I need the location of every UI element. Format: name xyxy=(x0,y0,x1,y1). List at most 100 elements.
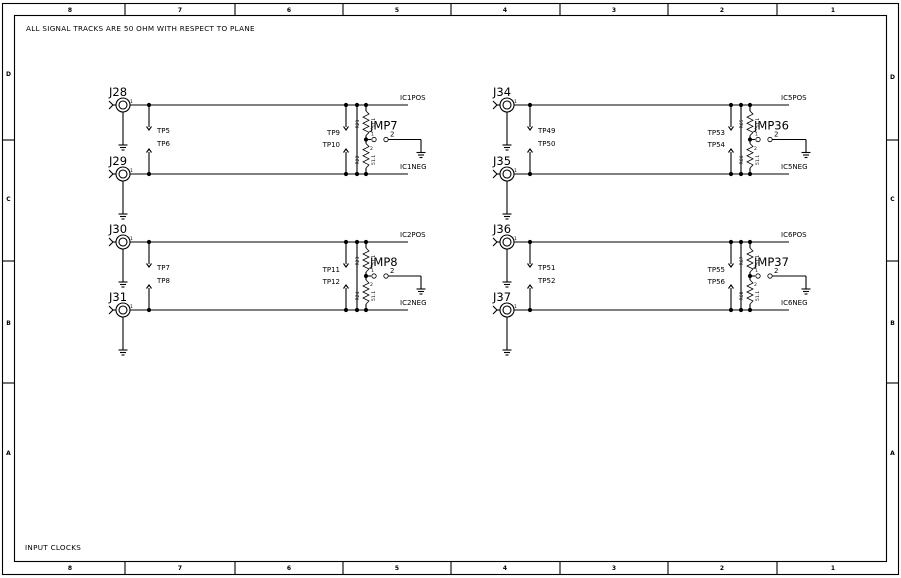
test-point-icon xyxy=(146,263,152,268)
connector-shell xyxy=(115,166,131,182)
junction-dot xyxy=(146,239,152,245)
zone-bottom-4: 4 xyxy=(503,565,507,572)
junction-dot xyxy=(343,171,349,177)
zone-top-8: 8 xyxy=(68,7,72,14)
junction-dot xyxy=(527,102,533,108)
connector-shell xyxy=(499,97,515,113)
test-point-icon xyxy=(527,263,533,268)
tp-term-pos-label: TP53 xyxy=(707,129,725,137)
res-neg-refdes: R66 xyxy=(739,155,745,164)
ground-icon xyxy=(502,281,512,288)
connector-pin xyxy=(502,305,512,315)
zone-right-B: B xyxy=(890,320,895,327)
tp-term-neg-label: TP10 xyxy=(322,141,340,149)
neg-connector-label: J35 xyxy=(492,154,511,168)
resistor-zigzag xyxy=(746,279,754,305)
test-point-icon xyxy=(146,148,152,153)
connector-arrow xyxy=(108,169,114,179)
zone-left-A: A xyxy=(6,450,11,457)
tp-term-pos-symbol xyxy=(343,263,349,268)
test-point-icon xyxy=(343,284,349,289)
resistor-pos-icon xyxy=(746,247,754,273)
connector-arrow xyxy=(108,237,114,247)
resistor-pos-icon xyxy=(362,247,370,273)
resistor-neg-icon xyxy=(362,279,370,305)
jumper-pin2-icon xyxy=(383,136,389,143)
tp-pos-label: TP5 xyxy=(156,127,170,135)
neg-net-label: IC6NEG xyxy=(781,299,808,307)
connector-pin xyxy=(502,169,512,179)
junction-dot xyxy=(728,171,734,177)
test-point-icon xyxy=(527,148,533,153)
pos-connector-pin-label: 1 xyxy=(130,99,133,105)
tp-pos-symbol xyxy=(527,126,533,131)
tp-neg-label: TP52 xyxy=(537,277,555,285)
zone-ticks xyxy=(2,3,899,575)
res-pos-pin: 2 xyxy=(370,265,373,271)
neg-connector-pin-label: 1 xyxy=(514,168,517,174)
junction-dot xyxy=(527,239,533,245)
test-point-icon xyxy=(527,126,533,131)
pos-connector-label: J36 xyxy=(492,222,511,236)
sma-connector-icon xyxy=(492,302,515,318)
inner-frame xyxy=(13,14,888,563)
jumper-pin2-icon xyxy=(767,136,773,143)
connector-shell xyxy=(499,166,515,182)
connector-pin xyxy=(118,169,128,179)
sma-connector-icon xyxy=(108,302,131,318)
tp-neg-symbol xyxy=(146,284,152,289)
connector-shell xyxy=(499,234,515,250)
tp-term-pos-label: TP11 xyxy=(322,266,340,274)
junction-dot xyxy=(728,102,734,108)
tp-term-neg-label: TP54 xyxy=(707,141,726,149)
connector-arrow xyxy=(492,237,498,247)
jumper-pin1-label: 1 xyxy=(755,268,758,274)
junction-dot xyxy=(738,102,744,108)
connector-pin xyxy=(118,305,128,315)
connector-pin xyxy=(502,237,512,247)
clock-input-circuits: J28J2911TP5TP6TP9TP10R21R2251.151.122JMP… xyxy=(108,85,811,356)
jumper-pin1-label: 1 xyxy=(371,132,374,138)
sma-connector-icon xyxy=(492,234,515,250)
zone-right-A: A xyxy=(890,450,895,457)
tp-neg-label: TP8 xyxy=(156,277,170,285)
zone-right-C: C xyxy=(890,196,895,203)
junction-dot xyxy=(738,239,744,245)
neg-connector-pin-label: 1 xyxy=(514,304,517,310)
res-pos-value: 51.1 xyxy=(371,255,377,265)
tp-pos-symbol xyxy=(146,263,152,268)
ground-icon xyxy=(801,288,811,295)
ground-icon xyxy=(416,288,426,295)
sma-connector-icon xyxy=(492,166,515,182)
tp-pos-symbol xyxy=(146,126,152,131)
sma-connector-icon xyxy=(108,234,131,250)
connector-arrow xyxy=(108,100,114,110)
junction-dot xyxy=(747,102,753,108)
tp-pos-symbol xyxy=(527,263,533,268)
res-pos-refdes: R21 xyxy=(355,119,361,128)
res-pos-value: 51.1 xyxy=(755,118,761,128)
connector-arrow xyxy=(492,100,498,110)
zone-bottom-3: 3 xyxy=(612,565,616,572)
test-point-icon xyxy=(343,263,349,268)
neg-connector-label: J37 xyxy=(492,290,511,304)
res-neg-value: 51.1 xyxy=(755,291,761,301)
zone-right-D: D xyxy=(890,74,895,81)
jumper-pin1-icon xyxy=(755,273,761,279)
zone-bottom-2: 2 xyxy=(720,565,724,572)
junction-dot xyxy=(146,102,152,108)
neg-connector-label: J29 xyxy=(108,154,127,168)
tp-pos-label: TP49 xyxy=(537,127,555,135)
res-pos-refdes: R65 xyxy=(739,119,745,128)
junction-dot xyxy=(728,239,734,245)
sheet-note: ALL SIGNAL TRACKS ARE 50 OHM WITH RESPEC… xyxy=(26,24,255,33)
jumper-pin1-label: 1 xyxy=(755,132,758,138)
tp-neg-label: TP6 xyxy=(156,140,170,148)
res-neg-refdes: R68 xyxy=(739,291,745,300)
zone-bottom-1: 1 xyxy=(831,565,835,572)
jumper-label: JMP37 xyxy=(753,255,789,269)
junction-dot xyxy=(527,171,533,177)
resistor-zigzag xyxy=(362,247,370,273)
junction-dot xyxy=(747,307,753,313)
